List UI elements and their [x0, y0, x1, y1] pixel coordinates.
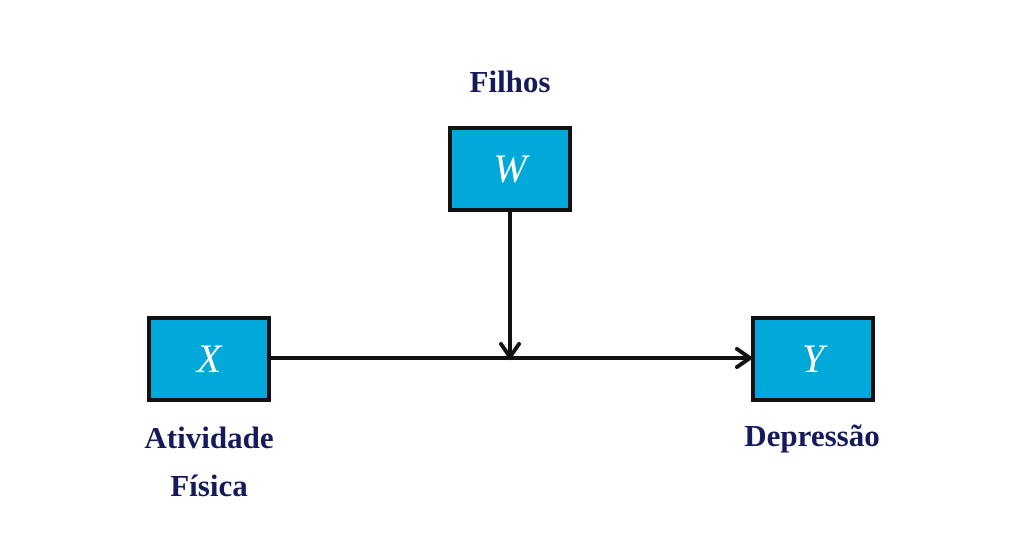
outcome-letter: Y: [801, 336, 825, 381]
predictor-box: X: [147, 316, 271, 402]
moderator-letter: W: [493, 146, 527, 191]
path-x-to-y-arrowhead: [735, 347, 754, 369]
outcome-box: Y: [751, 316, 875, 402]
path-w-to-xy-arrowhead: [499, 342, 521, 361]
predictor-label-line1: Atividade: [144, 420, 274, 455]
outcome-label: Depressão: [744, 418, 880, 453]
moderator-label: Filhos: [469, 64, 551, 99]
predictor-label-line2: Física: [170, 468, 248, 503]
predictor-letter: X: [196, 336, 222, 381]
moderator-box: W: [448, 126, 572, 212]
